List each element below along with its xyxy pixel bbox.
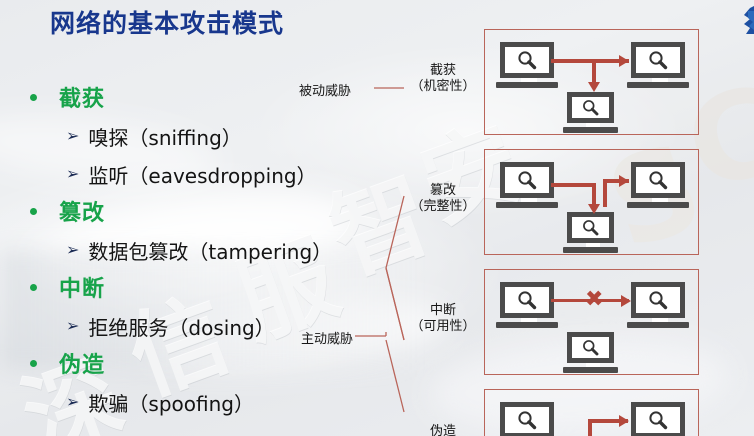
magnifier-icon	[518, 51, 537, 70]
diagram-label-name: 截获	[429, 63, 456, 78]
bullet-dot-icon	[30, 359, 37, 367]
tamper-out-up	[603, 183, 607, 207]
tamper-out-shaft	[603, 179, 629, 183]
diagram-label-name: 中断	[429, 303, 456, 318]
bullet-item-forge: 伪造	[0, 346, 380, 380]
magnifier-icon	[583, 100, 599, 116]
computer-icon	[627, 162, 689, 208]
threat-group-passive-label: 被动威胁	[299, 84, 352, 99]
magnifier-icon	[583, 220, 599, 236]
flow-arrow-shaft	[551, 299, 629, 302]
diagram-box-interrupt: ✖	[484, 269, 699, 375]
sub-bullet-label: 欺骗（spoofing）	[88, 391, 254, 416]
x-mark-icon: ✖	[585, 287, 604, 312]
sub-bullet-item: ➢ 监听（eavesdropping）	[0, 156, 380, 192]
magnifier-icon	[649, 171, 668, 190]
computer-icon	[496, 282, 558, 328]
bullet-dot-icon	[30, 207, 37, 215]
brand-logo-icon	[724, 6, 754, 40]
arrow-bullet-icon: ➢	[66, 392, 80, 411]
magnifier-icon	[518, 291, 537, 310]
tamper-in-down	[592, 183, 596, 207]
sub-bullet-label: 数据包篡改（tampering）	[88, 239, 333, 264]
diagram-label-property: （完整性）	[410, 199, 476, 214]
bullet-dot-icon	[30, 283, 37, 291]
bullet-list: 截获 ➢ 嗅探（sniffing） ➢ 监听（eavesdropping） 篡改…	[0, 80, 380, 422]
sub-bullet-label: 拒绝服务（dosing）	[88, 315, 275, 340]
tamper-in-head	[588, 204, 600, 214]
computer-icon	[563, 92, 618, 133]
sub-bullet-item: ➢ 欺骗（spoofing）	[0, 384, 380, 420]
page-title: 网络的基本攻击模式	[50, 9, 285, 38]
diagram-box-forge	[484, 389, 699, 436]
diagram-label-tamper: 篡改 （完整性）	[410, 183, 476, 215]
intercept-arrow-shaft	[592, 59, 596, 85]
diagram-label-name: 篡改	[429, 183, 456, 198]
flow-arrow-shaft	[551, 59, 629, 63]
diagram-label-property: （可用性）	[410, 319, 476, 334]
computer-icon	[496, 42, 558, 88]
magnifier-icon	[649, 291, 668, 310]
flow-arrow-head	[619, 55, 629, 67]
sub-bullet-item: ➢ 拒绝服务（dosing）	[0, 308, 380, 344]
tamper-out-head	[619, 175, 629, 187]
diagram-label-interrupt: 中断 （可用性）	[410, 303, 476, 335]
bullet-label: 中断	[59, 277, 106, 302]
diagram-label-name: 伪造	[429, 424, 456, 436]
computer-icon	[563, 332, 618, 373]
computer-icon	[627, 42, 689, 88]
diagram-label-capture: 截获 （机密性）	[410, 63, 476, 95]
bullet-item-interrupt: 中断	[0, 270, 380, 304]
intercept-arrow-head	[588, 82, 600, 92]
diagram-box-tamper	[484, 149, 699, 255]
tamper-in-shaft	[551, 183, 596, 187]
sub-bullet-item: ➢ 数据包篡改（tampering）	[0, 232, 380, 268]
computer-icon	[496, 162, 558, 208]
magnifier-icon	[518, 411, 537, 430]
computer-icon	[627, 282, 689, 328]
bullet-item-capture: 截获	[0, 80, 380, 114]
bullet-label: 伪造	[59, 353, 106, 378]
magnifier-icon	[649, 51, 668, 70]
flow-arrow-head	[621, 295, 631, 307]
bullet-item-tamper: 篡改	[0, 194, 380, 228]
forge-arrow-head	[619, 415, 629, 427]
arrow-bullet-icon: ➢	[66, 126, 80, 145]
computer-icon	[631, 402, 689, 436]
forge-arrow-shaft	[588, 419, 628, 423]
arrow-bullet-icon: ➢	[66, 316, 80, 335]
arrow-bullet-icon: ➢	[66, 240, 80, 259]
diagram-box-capture	[484, 29, 699, 135]
bullet-label: 截获	[59, 87, 106, 112]
magnifier-icon	[518, 171, 537, 190]
magnifier-icon	[649, 411, 668, 430]
diagram-label-property: （机密性）	[410, 79, 476, 94]
threat-group-active-label: 主动威胁	[301, 332, 354, 347]
bullet-dot-icon	[30, 93, 37, 101]
sub-bullet-item: ➢ 嗅探（sniffing）	[0, 118, 380, 154]
sub-bullet-label: 监听（eavesdropping）	[88, 163, 317, 188]
magnifier-icon	[583, 340, 599, 356]
computer-icon	[563, 212, 618, 253]
computer-icon	[500, 402, 558, 436]
background-shade	[0, 250, 420, 370]
arrow-bullet-icon: ➢	[66, 164, 80, 183]
forge-arrow-riser	[588, 419, 592, 436]
diagram-label-forge: 伪造	[410, 424, 476, 436]
sub-bullet-label: 嗅探（sniffing）	[88, 125, 242, 150]
bullet-label: 篡改	[59, 201, 106, 226]
